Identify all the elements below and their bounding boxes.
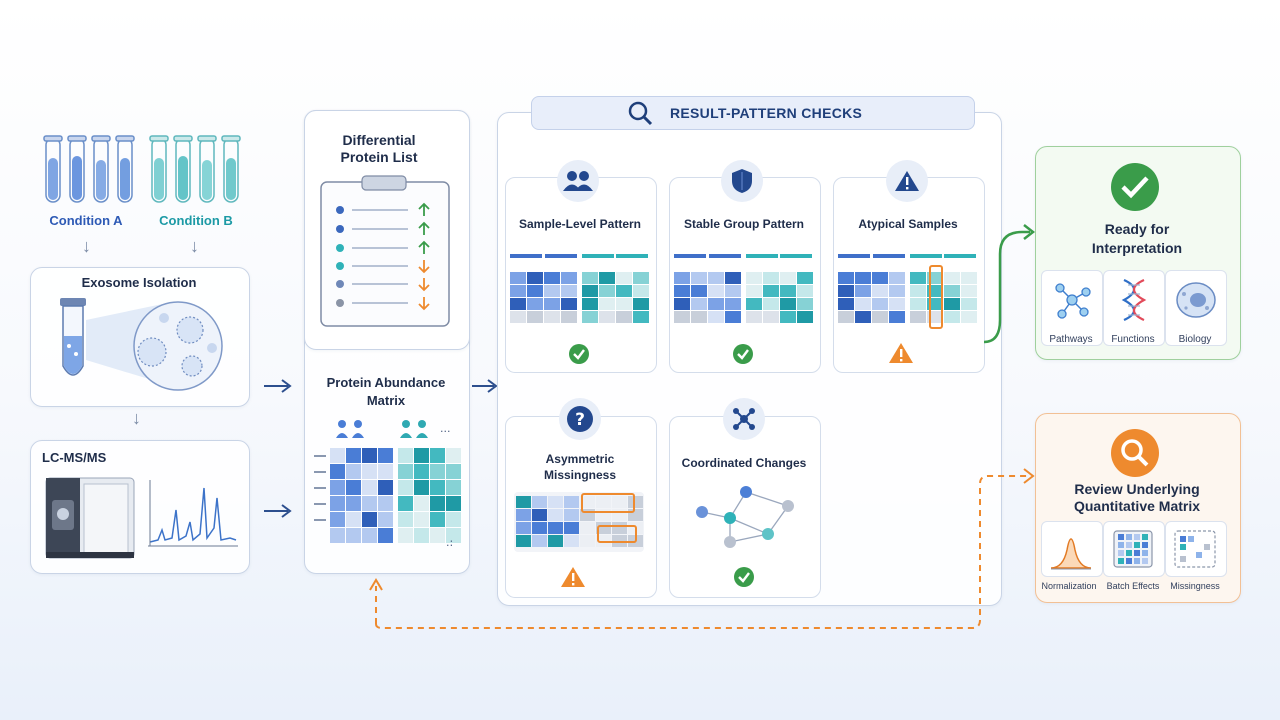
- condition-a-label: Condition A: [49, 213, 123, 228]
- abundance-matrix-graphic: ... .:: [314, 420, 461, 549]
- check-icon: [569, 344, 589, 364]
- ready-item-functions: Functions: [1111, 334, 1155, 345]
- batch-grid-icon: [1113, 530, 1153, 568]
- users-icon: [557, 160, 599, 202]
- arrow-down-a: ↓: [82, 236, 91, 256]
- stable-group-heatmap: [674, 254, 813, 323]
- svg-text:?: ?: [575, 410, 585, 430]
- coordinated-title: Coordinated Changes: [681, 456, 807, 470]
- test-tubes-b-icon: [149, 135, 241, 203]
- check-icon: [1111, 163, 1159, 211]
- search-icon: [1111, 429, 1159, 477]
- check-icon: [733, 344, 753, 364]
- green-connector: [983, 224, 1036, 344]
- review-item-missingness: Missingness: [1170, 581, 1220, 591]
- review-title: Review Underlying Quantitative Matrix: [1073, 481, 1201, 514]
- shield-icon: [721, 160, 763, 202]
- stable-group-title: Stable Group Pattern: [683, 217, 805, 231]
- arrow-down-b: ↓: [190, 236, 199, 256]
- ready-item-biology: Biology: [1178, 334, 1212, 345]
- arrow-lcms-to-matrix: [264, 504, 292, 518]
- check-icon: [734, 567, 754, 587]
- asymmetric-heatmap: [514, 492, 644, 552]
- arrow-matrix-to-checks: [472, 379, 498, 393]
- checks-header: [531, 96, 975, 130]
- sample-level-heatmap: [510, 254, 649, 323]
- question-icon: ?: [559, 398, 601, 440]
- orange-dashed-connector: [369, 468, 1035, 629]
- warning-icon: [561, 567, 585, 587]
- mass-spec-icon: [45, 477, 238, 559]
- warning-icon: [886, 160, 928, 202]
- matrix-title: Protein Abundance Matrix: [326, 375, 446, 408]
- warning-icon: [889, 343, 913, 363]
- microscope-icon: [60, 298, 223, 391]
- clipboard-icon: [320, 175, 450, 327]
- test-tubes-a-icon: [43, 135, 135, 203]
- pathways-icon: [1055, 283, 1091, 319]
- coordinated-network: [696, 486, 794, 548]
- ready-item-pathways: Pathways: [1049, 334, 1093, 345]
- svg-text:.:: .:: [446, 536, 453, 549]
- atypical-title: Atypical Samples: [858, 217, 958, 231]
- cell-icon: [1176, 282, 1216, 318]
- review-item-normalization: Normalization: [1041, 581, 1097, 591]
- asymmetric-title: Asymmetric Missingness: [543, 452, 617, 482]
- missingness-grid-icon: [1174, 530, 1216, 568]
- atypical-heatmap: [838, 254, 977, 329]
- arrow-down-isolation: ↓: [132, 408, 141, 428]
- sample-level-title: Sample-Level Pattern: [518, 217, 642, 231]
- protein-list-title: Differential Protein List: [340, 132, 418, 165]
- review-item-batch-effects: Batch Effects: [1106, 581, 1160, 591]
- search-icon: [628, 101, 653, 126]
- dna-icon: [1121, 278, 1147, 322]
- lcms-title: LC-MS/MS: [42, 450, 107, 465]
- checks-header-title: RESULT-PATTERN CHECKS: [670, 105, 863, 121]
- arrow-isolation-to-matrix: [264, 379, 292, 393]
- normalization-curve-icon: [1050, 538, 1092, 570]
- ready-title: Ready for Interpretation: [1091, 221, 1183, 256]
- exosome-isolation-title: Exosome Isolation: [81, 275, 197, 290]
- condition-b-label: Condition B: [159, 213, 233, 228]
- pathways-card: [1041, 270, 1103, 346]
- svg-text:...: ...: [440, 422, 451, 435]
- network-icon: [723, 398, 765, 440]
